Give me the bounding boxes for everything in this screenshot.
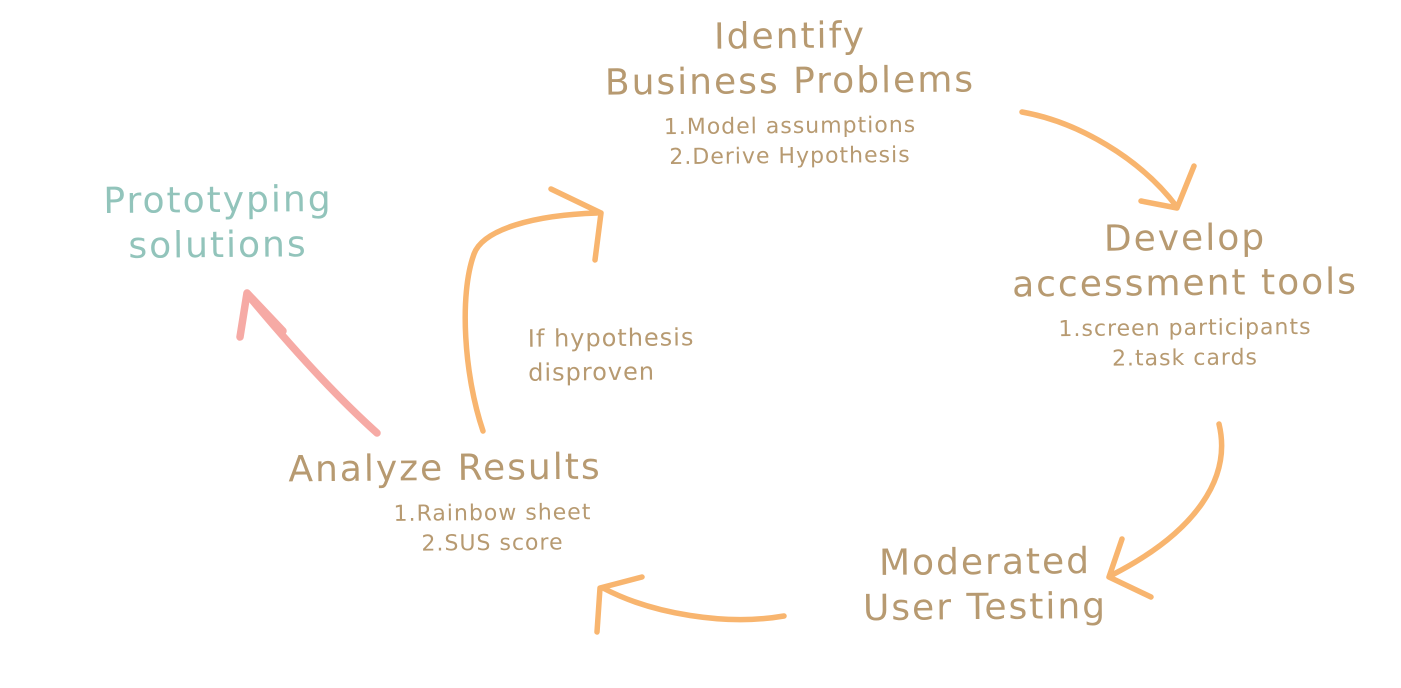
arrow-moderated-to-analyze xyxy=(600,585,787,623)
node-item: 1.Rainbow sheet xyxy=(393,500,592,527)
loop-condition-line: If hypothesis xyxy=(527,323,695,353)
arrowhead-moderated-to-analyze-icon xyxy=(594,574,645,635)
node-develop-accessment-tools: Develop accessment tools 1.screen partic… xyxy=(1012,216,1358,373)
node-title-line: Moderated xyxy=(878,541,1092,584)
node-title-line: User Testing xyxy=(862,585,1108,630)
arrow-develop-to-moderated xyxy=(1109,421,1225,578)
node-title-line: accessment tools xyxy=(1011,261,1359,306)
node-title-line: Identify xyxy=(713,15,867,58)
arrowhead-analyze-to-prototyping-icon xyxy=(236,289,287,341)
node-prototyping-solutions: Prototyping solutions xyxy=(103,178,333,268)
arrowhead-develop-to-moderated-icon xyxy=(1106,536,1154,600)
node-title-line: Prototyping xyxy=(103,179,333,222)
loop-condition-label: If hypothesis disproven xyxy=(528,321,695,390)
arrow-identify-to-develop xyxy=(1019,109,1180,210)
node-items: 1.Rainbow sheet 2.SUS score xyxy=(383,499,601,558)
node-item: 2.Derive Hypothesis xyxy=(669,142,911,170)
node-items: 1.screen participants 2.task cards xyxy=(1012,314,1358,373)
node-item: 2.SUS score xyxy=(421,530,564,557)
node-title-line: Develop xyxy=(1103,217,1267,260)
node-moderated-user-testing: Moderated User Testing xyxy=(863,540,1107,630)
node-identify-business-problems: Identify Business Problems 1.Model assum… xyxy=(605,14,975,171)
node-item: 1.screen participants xyxy=(1058,314,1312,343)
arrowhead-identify-to-develop-icon xyxy=(1138,163,1197,211)
arrow-analyze-to-prototyping xyxy=(244,291,381,437)
loop-condition-line: disproven xyxy=(528,357,656,387)
node-item: 2.task cards xyxy=(1111,345,1259,372)
arrowhead-analyze-to-identify-icon xyxy=(548,186,604,263)
node-analyze-results: Analyze Results 1.Rainbow sheet 2.SUS sc… xyxy=(288,446,602,558)
node-title-line: Analyze Results xyxy=(288,446,602,491)
node-title-line: solutions xyxy=(128,224,308,267)
node-items: 1.Model assumptions 2.Derive Hypothesis xyxy=(605,112,975,171)
node-item: 1.Model assumptions xyxy=(663,112,917,141)
node-title-line: Business Problems xyxy=(604,59,976,104)
